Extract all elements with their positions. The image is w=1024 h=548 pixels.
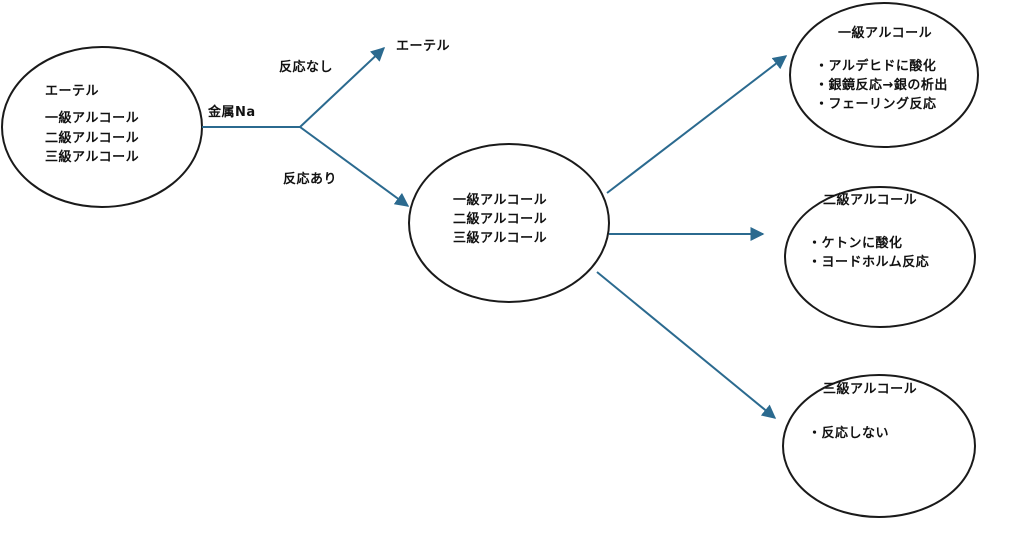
reagent-label: 金属Na bbox=[208, 105, 256, 120]
primary-ellipse bbox=[789, 2, 979, 148]
no-reaction-label: 反応なし bbox=[279, 60, 334, 75]
primary-line-3: ・フェーリング反応 bbox=[815, 97, 937, 112]
tertiary-arrow bbox=[596, 271, 777, 419]
secondary-title: 二級アルコール bbox=[823, 193, 918, 208]
ether-result-label: エーテル bbox=[396, 39, 451, 54]
middle-line-2: 二級アルコール bbox=[453, 212, 548, 227]
middle-line-1: 一級アルコール bbox=[453, 193, 548, 208]
start-title: エーテル bbox=[45, 84, 100, 99]
secondary-line-1: ・ケトンに酸化 bbox=[808, 236, 903, 251]
middle-line-3: 三級アルコール bbox=[453, 231, 548, 246]
tertiary-line-1: ・反応しない bbox=[808, 426, 890, 441]
tertiary-title: 三級アルコール bbox=[823, 382, 918, 397]
reaction-arrow bbox=[299, 126, 410, 207]
primary-line-1: ・アルデヒドに酸化 bbox=[815, 59, 937, 74]
start-line-1: 一級アルコール bbox=[45, 111, 140, 126]
tertiary-ellipse bbox=[782, 374, 976, 518]
no-reaction-arrow bbox=[299, 47, 386, 128]
middle-ellipse bbox=[408, 143, 610, 303]
primary-arrow bbox=[606, 55, 788, 194]
reaction-label: 反応あり bbox=[283, 172, 338, 187]
primary-title: 一級アルコール bbox=[838, 26, 933, 41]
start-line-3: 三級アルコール bbox=[45, 150, 140, 165]
secondary-ellipse bbox=[784, 186, 976, 328]
start-line-2: 二級アルコール bbox=[45, 131, 140, 146]
secondary-line-2: ・ヨードホルム反応 bbox=[808, 255, 930, 270]
primary-line-2: ・銀鏡反応→銀の析出 bbox=[815, 78, 948, 93]
